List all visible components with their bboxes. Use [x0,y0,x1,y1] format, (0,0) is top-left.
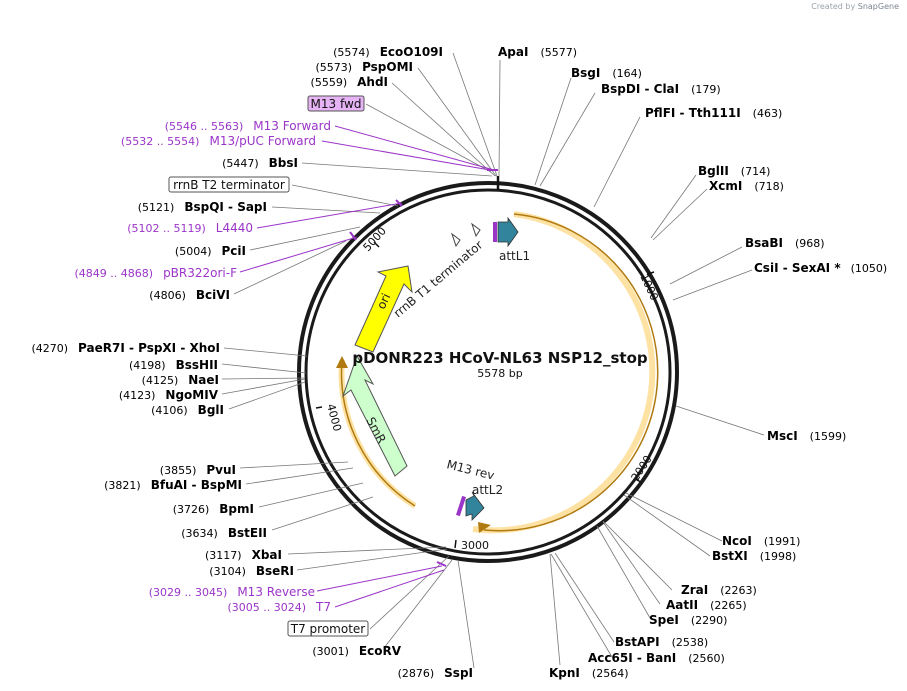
rrnb-t2-box-label: rrnB T2 terminator [173,178,285,192]
m13-rev-primer-mark [436,561,447,567]
t7-promoter-box-label: T7 promoter [290,622,366,636]
leader-lines [221,52,765,669]
enzyme-bstapi: BstAPI(2538) [615,635,708,649]
attl2-arrow [465,491,485,521]
tick-mark-1000 [647,271,655,275]
enzyme-xhoi: (4270)PaeR7I - PspXI - XhoI [31,341,220,355]
l4440-primer-mark [395,199,403,207]
cassette-arc-right-line [483,213,659,532]
ori-label: ori [374,291,393,311]
enzyme-bcivi: (4806)BciVI [149,288,230,302]
attl1-m13-mark [493,222,497,242]
primer-labels: (5546 .. 5563)M13 Forward (5532 .. 5554)… [75,119,332,614]
backbone-inner [304,188,672,556]
enzyme-bspmi: (3821)BfuAI - BspMI [104,478,242,492]
primer-pbr322ori-f: (4849 .. 4868)pBR322ori-F [75,266,238,280]
enzyme-bseri: (3104)BseRI [209,564,294,578]
enzyme-naei: (4125)NaeI [142,373,219,387]
t7-promoter-box [287,620,369,637]
primer-t7: (3005 .. 3024)T7 [227,600,331,614]
primer-lines [239,125,495,608]
primer-l4440: (5102 .. 5119)L4440 [127,221,253,235]
enzyme-labels: ApaI(5577) BsgI(164) BspDI - ClaI(179) P… [498,45,887,680]
enzyme-xcmi: XcmI(718) [709,179,784,193]
enzyme-bsteii: (3634)BstEII [181,526,267,540]
enzyme-msci: MscI(1599) [767,429,846,443]
enzyme-pvui: (3855)PvuI [160,463,236,477]
tick-4000: 4000 [324,402,344,432]
primer-m13-reverse: (3029 .. 3045)M13 Reverse [149,585,315,599]
enzyme-bbsi: (5447)BbsI [222,156,298,170]
cassette-arrow-head [478,522,491,533]
attl2-m13-mark [456,495,466,517]
cassette-arrow-head-left [336,356,348,368]
enzyme-pspomi: (5573)PspOMI [315,60,413,74]
enzyme-clai: BspDI - ClaI(179) [601,82,721,96]
enzyme-tth111i: PflFI - Tth111I(463) [645,106,782,120]
tick-mark-3000 [454,539,457,549]
enzyme-ecorv: (3001)EcoRV [312,644,401,658]
enzyme-sexai: CsiI - SexAI *(1050) [754,261,887,275]
m13fwd-box-label: M13 fwd [311,97,362,111]
ori-arrow [354,265,413,353]
pbr322-primer-mark [349,231,357,241]
enzyme-ngomiv: (4123)NgoMIV [119,388,219,402]
rrnb-t1-shape-1 [451,232,461,248]
cassette-arc-right [472,211,656,534]
enzyme-bpmi: (3726)BpmI [173,502,254,516]
enzyme-zrai: ZraI(2263) [681,583,757,597]
enzyme-sspi: (2876)SspI [398,666,473,680]
m13fwd-box [307,95,365,112]
rrnb-t2-box [168,176,290,193]
tick-mark-2000 [635,477,641,483]
attl2-label: attL2 [472,483,503,497]
enzyme-ahdi: (5559)AhdI [311,75,388,89]
smr-arrow [341,354,408,477]
m13rev-label: M13 rev [445,457,496,482]
snapgene-credit: Created by SnapGene [811,2,899,11]
enzyme-pcii: (5004)PciI [175,244,246,258]
enzyme-aatii: AatII(2265) [666,598,747,612]
enzyme-kpni: KpnI(2564) [549,666,628,680]
enzyme-ncoi: NcoI(1991) [722,534,800,548]
plasmid-name: pDONR223 HCoV-NL63 NSP12_stop [352,349,648,367]
attl1-label: attL1 [499,249,530,263]
enzyme-ecoo109i: (5574)EcoO109I [333,45,443,59]
tick-mark-5000 [373,241,380,248]
enzyme-apai: ApaI(5577) [498,45,577,59]
enzyme-xbai: (3117)XbaI [205,548,282,562]
smr-label: SmR [363,415,388,446]
enzyme-sapi: (5121)BspQI - SapI [138,200,267,214]
rrnb-t1-shape-2 [471,222,481,238]
enzyme-spei: SpeI(2290) [649,613,727,627]
enzyme-bglii: BglII(714) [698,164,770,178]
enzyme-bgli: (4106)BglI [151,403,224,417]
cassette-arc-left-line [340,359,416,507]
enzyme-bstxi: BstXI(1998) [712,549,796,563]
enzyme-bsshii: (4198)BssHII [129,358,218,372]
enzyme-bsgi: BsgI(164) [571,66,642,80]
primer-m13-puc-forward: (5532 .. 5554)M13/pUC Forward [121,134,316,148]
tick-3000: 3000 [461,539,489,552]
tick-mark-4000 [315,406,323,409]
attl1-arrow [497,216,519,248]
enzyme-labels-left: (2876)SspI (3001)EcoRV (3104)BseRI (3117… [31,45,473,680]
enzyme-bani: Acc65I - BanI(2560) [588,651,725,665]
plasmid-size: 5578 bp [477,367,522,380]
primer-m13-forward: (5546 .. 5563)M13 Forward [165,119,331,133]
enzyme-bsabi: BsaBI(968) [745,236,825,250]
